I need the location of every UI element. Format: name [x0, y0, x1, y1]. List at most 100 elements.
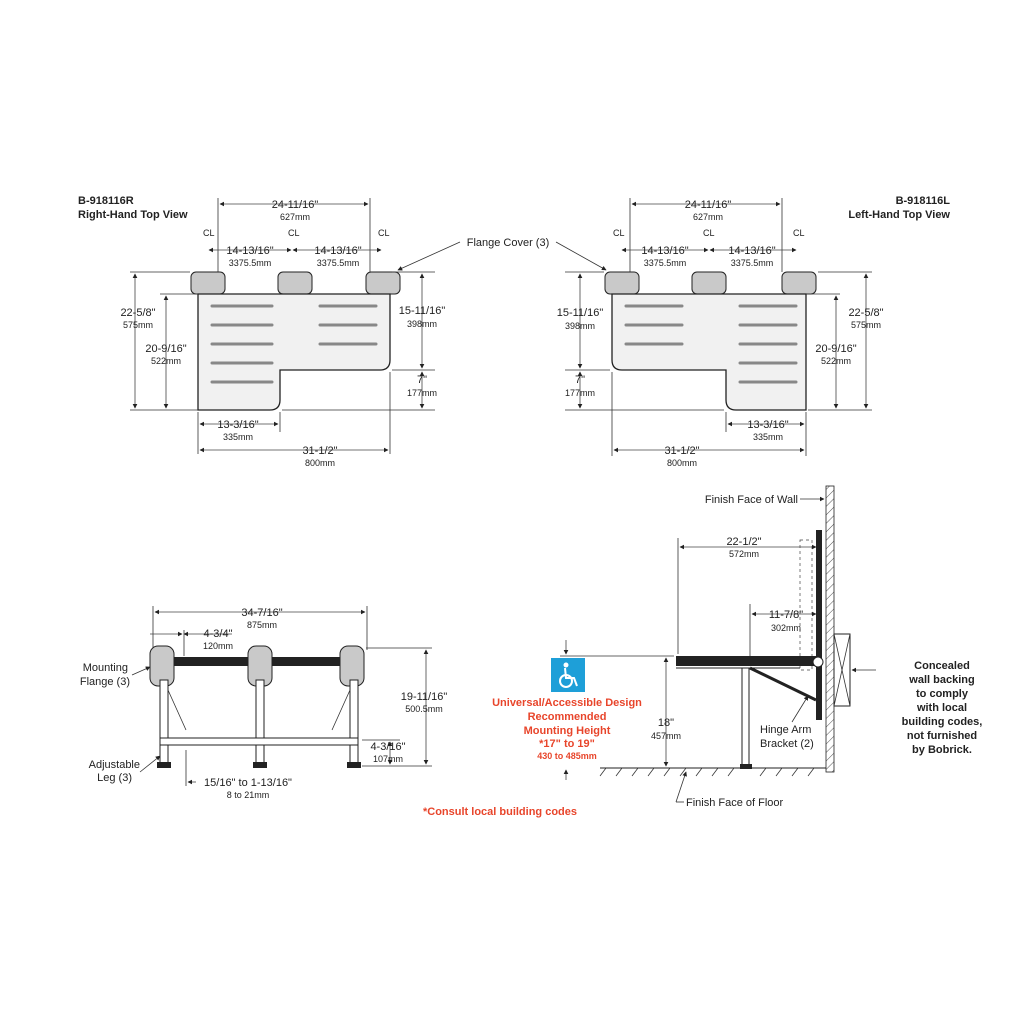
wall: [825, 485, 835, 773]
floor-hatch: [599, 767, 815, 777]
concealed-line-1: Concealed: [914, 660, 970, 672]
side-view: Finish Face of Wall Concealed wall backi…: [560, 485, 983, 809]
concealed-line-2: wall backing: [908, 674, 974, 686]
left-depth-seat-mm: 522mm: [821, 356, 851, 366]
left-cl-spacing-right-in: 14-13/16": [728, 245, 775, 257]
front-legs: [157, 679, 361, 768]
side-depth-mm: 572mm: [729, 549, 759, 559]
left-view-title: Left-Hand Top View: [848, 209, 950, 221]
left-depth-total-mm: 575mm: [851, 320, 881, 330]
left-depth-total-in: 22-5/8": [848, 307, 883, 319]
adjustable-leg-label-2: Leg (3): [97, 772, 132, 784]
right-overall-width-mm: 627mm: [280, 212, 310, 222]
left-model-label: B-918116L: [896, 195, 951, 207]
leg-adjust-in: 15/16" to 1-13/16": [204, 777, 292, 789]
folded-seat-outline: [799, 539, 813, 671]
right-length-in: 31-1/2": [302, 445, 337, 457]
accessible-line-1: Universal/Accessible Design: [492, 697, 642, 709]
right-notch-mm: 177mm: [407, 388, 437, 398]
right-depth-seat-mm: 522mm: [151, 356, 181, 366]
front-height-in: 19-11/16": [401, 691, 448, 703]
adjustable-leg-label-1: Adjustable: [89, 759, 140, 771]
left-flange-1: [604, 271, 640, 295]
right-seat-slots: [210, 304, 378, 384]
left-hand-top-view: B-918116L Left-Hand Top View 24-11/16" 6…: [557, 195, 951, 468]
wall-plate: [816, 530, 822, 720]
front-offset-mm: 120mm: [203, 641, 233, 651]
front-view: 34-7/16" 875mm 4-3/4" 120mm Mounting Fla…: [80, 606, 447, 800]
concealed-line-4: with local: [916, 702, 967, 714]
left-overall-width-mm: 627mm: [693, 212, 723, 222]
right-depth-upper-mm: 398mm: [407, 319, 437, 329]
left-length-mm: 800mm: [667, 458, 697, 468]
left-notch-in: 7": [575, 374, 585, 386]
leg-adjust-mm: 8 to 21mm: [227, 790, 270, 800]
accessible-line-5: 430 to 485mm: [537, 751, 597, 761]
side-seat-height-in: 18": [658, 717, 674, 729]
left-extension-in: 13-3/16": [747, 419, 788, 431]
left-overall-width-in: 24-11/16": [685, 199, 732, 211]
right-model-label: B-918116R: [78, 195, 134, 207]
flange-cover-label: Flange Cover (3): [467, 237, 550, 249]
concealed-line-7: by Bobrick.: [912, 744, 972, 756]
right-cl-spacing-left-in: 14-13/16": [226, 245, 273, 257]
hinge-arm: [749, 666, 817, 702]
left-flange-2: [691, 271, 727, 295]
left-seat-outline: [611, 293, 807, 411]
right-view-title: Right-Hand Top View: [78, 209, 188, 221]
side-folded-mm: 302mm: [771, 623, 801, 633]
right-cl-1: CL: [203, 228, 215, 238]
front-offset-in: 4-3/4": [204, 628, 233, 640]
accessible-note: Universal/Accessible Design Recommended …: [423, 658, 642, 818]
side-seat-height-mm: 457mm: [651, 731, 681, 741]
left-length-in: 31-1/2": [664, 445, 699, 457]
left-cl-spacing-left-mm: 3375.5mm: [644, 258, 687, 268]
right-depth-total-mm: 575mm: [123, 320, 153, 330]
right-cl-2: CL: [288, 228, 300, 238]
accessible-line-3: Mounting Height: [524, 725, 611, 737]
mounting-flange-label-2: Flange (3): [80, 676, 130, 688]
front-overall-mm: 875mm: [247, 620, 277, 630]
left-depth-upper-in: 15-11/16": [557, 307, 604, 319]
right-depth-total-in: 22-5/8": [120, 307, 155, 319]
side-leg: [741, 667, 750, 767]
right-hand-top-view: B-918116R Right-Hand Top View 24-11/16" …: [78, 195, 445, 468]
left-flange-3: [781, 271, 817, 295]
left-cl-3: CL: [793, 228, 805, 238]
right-flange-1: [190, 271, 226, 295]
right-cl-spacing-right-mm: 3375.5mm: [317, 258, 360, 268]
accessible-line-2: Recommended: [528, 711, 607, 723]
consult-note: *Consult local building codes: [423, 806, 577, 818]
right-flange-2: [277, 271, 313, 295]
right-overall-width-in: 24-11/16": [272, 199, 319, 211]
flange-cover-callout: Flange Cover (3): [397, 237, 607, 271]
right-depth-upper-in: 15-11/16": [399, 305, 446, 317]
mounting-flange-label-1: Mounting: [83, 662, 128, 674]
left-notch-mm: 177mm: [565, 388, 595, 398]
left-extension-mm: 335mm: [753, 432, 783, 442]
left-seat-slots: [624, 304, 798, 384]
concealed-line-6: not furnished: [907, 730, 977, 742]
side-depth-in: 22-1/2": [726, 536, 761, 548]
rail-height-in: 4-3/16": [370, 741, 405, 753]
left-cl-2: CL: [703, 228, 715, 238]
right-depth-seat-in: 20-9/16": [145, 343, 186, 355]
side-seat: [676, 656, 822, 666]
right-cl-spacing-left-mm: 3375.5mm: [229, 258, 272, 268]
right-notch-in: 7": [417, 374, 427, 386]
left-cl-1: CL: [613, 228, 625, 238]
right-seat-outline: [197, 293, 391, 411]
concealed-backing-text: Concealed wall backing to comply with lo…: [902, 660, 983, 756]
right-cl-3: CL: [378, 228, 390, 238]
left-cl-spacing-left-in: 14-13/16": [641, 245, 688, 257]
right-extension-in: 13-3/16": [217, 419, 258, 431]
accessible-line-4: *17" to 19": [539, 738, 595, 750]
left-cl-spacing-right-mm: 3375.5mm: [731, 258, 774, 268]
right-flange-3: [365, 271, 401, 295]
right-cl-spacing-right-in: 14-13/16": [314, 245, 361, 257]
concealed-line-3: to comply: [916, 688, 969, 700]
concealed-line-5: building codes,: [902, 716, 983, 728]
left-depth-upper-mm: 398mm: [565, 321, 595, 331]
front-overall-in: 34-7/16": [241, 607, 282, 619]
